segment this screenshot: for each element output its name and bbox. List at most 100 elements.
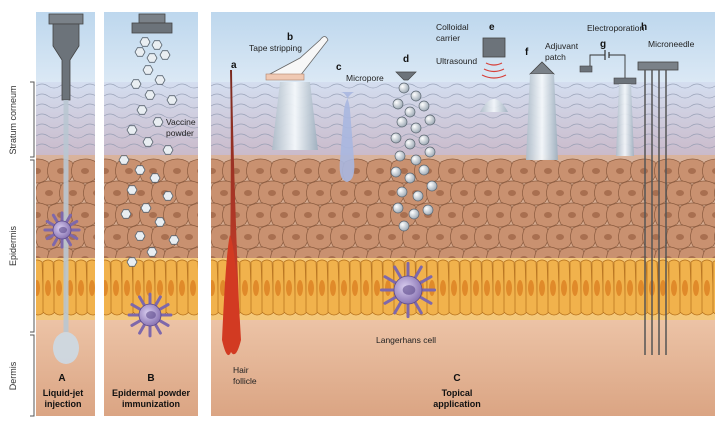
colloidal-sphere [390,166,402,178]
keratinocyte-nucleus [412,234,420,240]
keratinocyte-nucleus [268,234,276,240]
basal-cell-nucleus [113,280,119,296]
powder-particle [140,203,152,213]
keratinocyte-nucleus [544,168,552,174]
keratinocyte-nucleus [652,190,660,196]
basal-cell-nucleus [385,280,391,296]
basal-cell-nucleus [78,280,84,296]
basal-cell-nucleus [341,280,347,296]
dermis-label: Dermis [8,361,18,390]
basal-cell-nucleus [135,280,141,296]
colloidal-sphere [404,172,416,184]
micropore-device [339,92,355,182]
keratinocyte-nucleus [580,234,588,240]
panel-c-caption-2: application [433,399,481,409]
keratinocyte-nucleus [211,212,216,218]
keratinocyte [211,158,225,184]
langerhans-nucleus [58,226,68,234]
stratum-corneum-label: Stratum corneum [8,85,18,154]
basal-cell-nucleus [352,280,358,296]
panel-a-caption-1: Liquid-jet [43,388,84,398]
keratinocyte [211,202,225,228]
basal-cell-nucleus [528,280,534,296]
panel-b-epidermal-powder [104,12,198,416]
keratinocyte [104,158,118,184]
langerhans-nucleus [402,285,416,295]
keratinocyte [104,202,118,228]
carrier-dispenser [395,71,417,81]
keratinocyte-nucleus [460,234,468,240]
panel-c-letter: C [453,373,460,384]
keratinocyte-nucleus [173,168,181,174]
ultrasound-cavity [480,99,508,112]
dermis-band [211,320,715,416]
basal-cell-nucleus [190,280,196,296]
basal-cell-nucleus [56,280,62,296]
keratinocyte-nucleus [520,168,528,174]
colloidal-sphere [410,90,422,102]
powder-particle [134,47,146,57]
basal-cell-nucleus [297,280,303,296]
basal-cell-nucleus [104,280,108,296]
keratinocyte-nucleus [57,168,65,174]
basal-cell-nucleus [704,280,710,296]
powder-particle [144,90,156,100]
basal-cell-nucleus [495,280,501,296]
ultrasound-probe [482,37,506,58]
keratinocyte-nucleus [280,168,288,174]
powder-particle [162,191,174,201]
powder-particle [146,53,158,63]
colloidal-sphere [412,190,424,202]
colloidal-sphere [394,150,406,162]
colloidal-carrier-particles [390,82,438,232]
basal-cell-nucleus [363,280,369,296]
keratinocyte-nucleus [316,234,324,240]
keratinocyte-nucleus [496,212,504,218]
keratinocyte-nucleus [628,190,636,196]
basal-cell [712,260,715,315]
method-b-letter: b [287,32,293,43]
basal-cell-nucleus [517,280,523,296]
powder-particle [154,75,166,85]
keratinocyte-nucleus [328,168,336,174]
keratinocyte-nucleus [568,212,576,218]
microneedle-label: Microneedle [648,39,695,49]
keratinocyte-nucleus [36,212,41,218]
keratinocyte-nucleus [244,234,252,240]
colloidal-sphere [418,134,430,146]
keratinocyte-nucleus [304,212,312,218]
keratinocyte-nucleus [640,212,648,218]
method-e-letter: e [489,22,495,33]
colloidal-sphere [424,146,436,158]
corneum-layer-line [36,103,95,109]
tape-stripping-label: Tape stripping [249,43,302,53]
keratinocyte-nucleus [93,190,95,196]
basal-cell-nucleus [550,280,556,296]
keratinocyte-nucleus [113,190,121,196]
keratinocyte-nucleus [185,190,193,196]
powder-particle [168,235,180,245]
basal-cell-nucleus [275,280,281,296]
colloidal-sphere [410,154,422,166]
keratinocyte [83,180,95,206]
injector-nozzle [52,23,80,101]
keratinocyte [714,231,715,243]
keratinocyte-nucleus [712,168,715,174]
powder-particle [126,125,138,135]
keratinocyte-nucleus [532,234,540,240]
colloidal-sphere [424,114,436,126]
panel-a-caption-2: injection [44,399,81,409]
panel-b-letter: B [147,373,154,384]
keratinocyte-nucleus [364,190,372,196]
keratinocyte-nucleus [628,234,636,240]
vaccine-powder-label-1: Vaccine [166,117,196,127]
colloidal-sphere [408,208,420,220]
keratinocyte-nucleus [700,234,708,240]
vaccine-powder-particles [118,37,180,267]
keratinocyte-nucleus [244,190,252,196]
electroporation-cone [616,84,634,156]
basal-cell-nucleus [211,280,215,296]
powder-particle [134,231,146,241]
ultrasound-label: Ultrasound [436,56,477,66]
